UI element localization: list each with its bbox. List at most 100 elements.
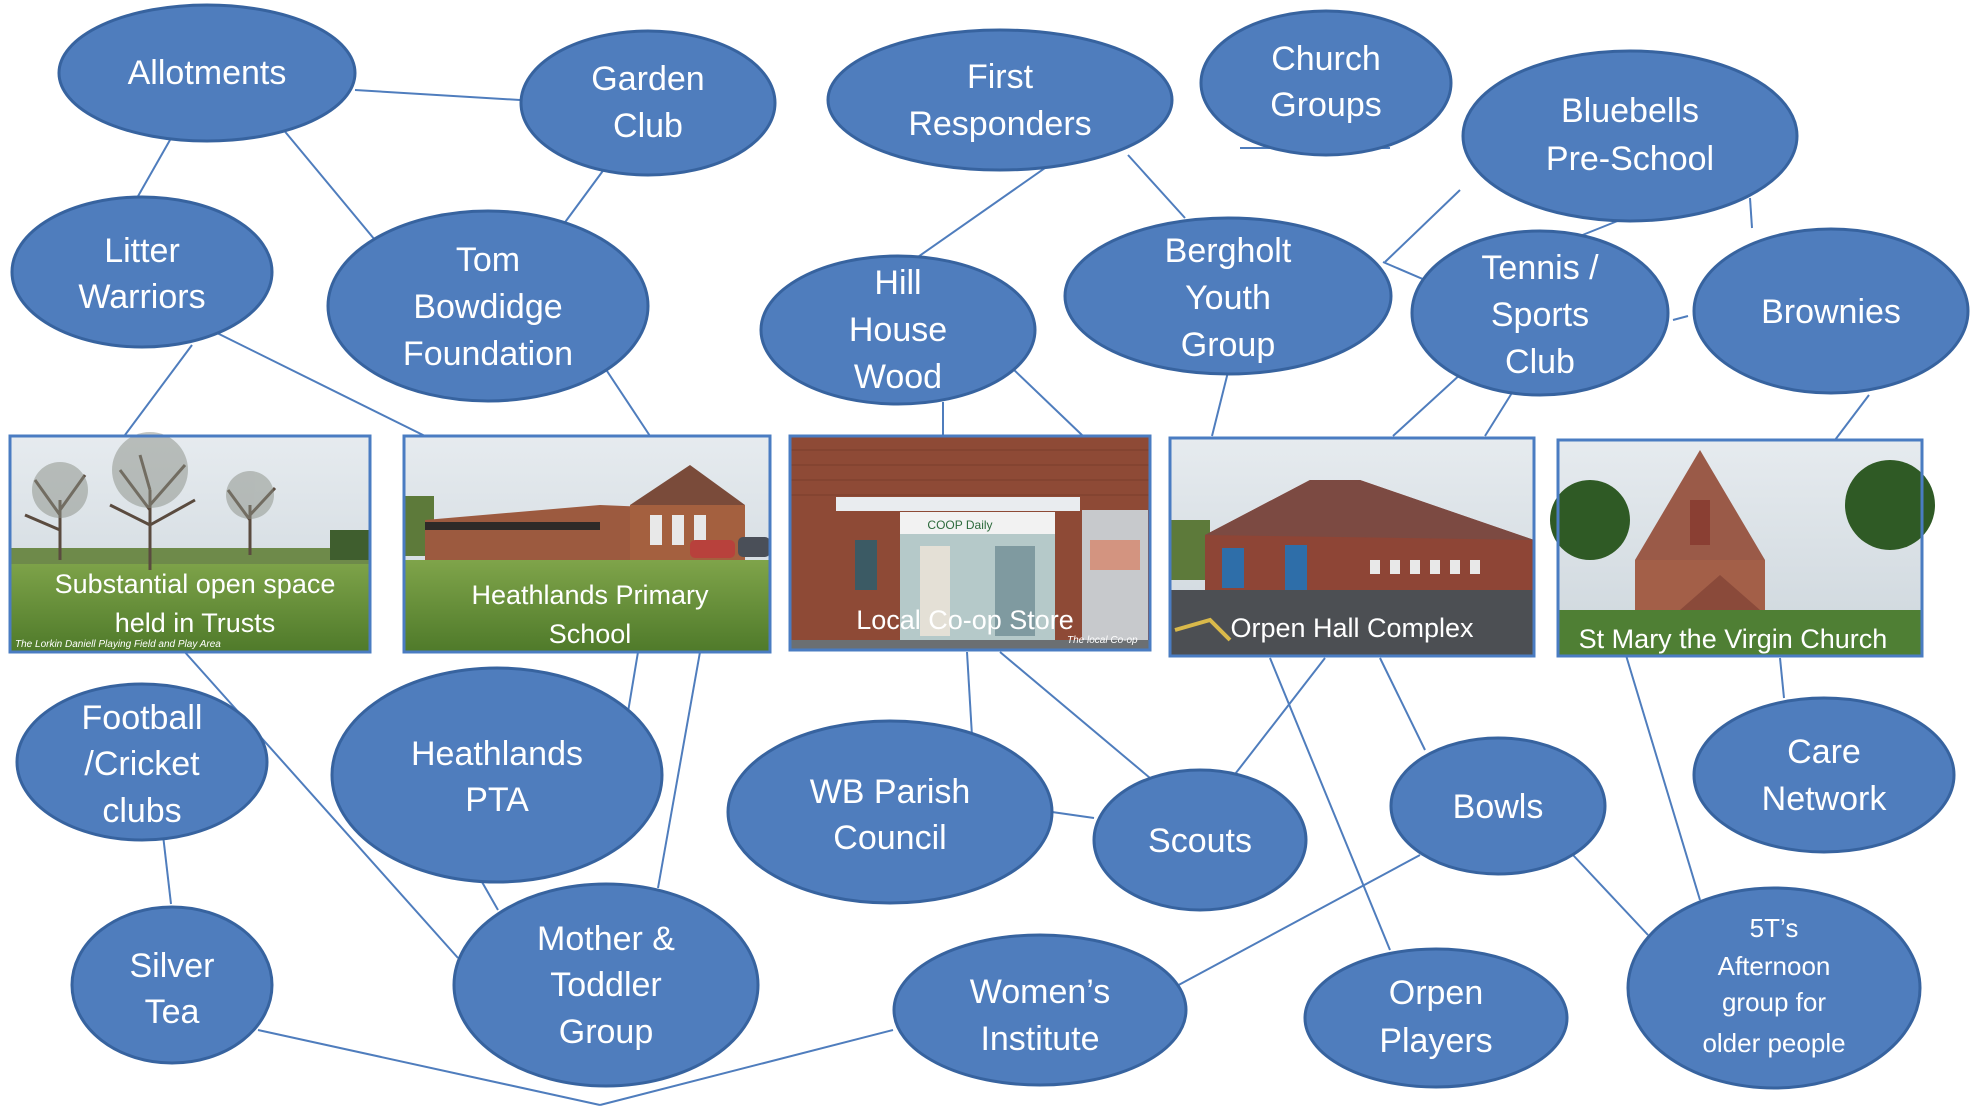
photo-open-space-caption-line-2: held in Trusts xyxy=(115,608,276,638)
node-5ts-line-1: 5T’s xyxy=(1750,913,1799,943)
node-litter-warriors-line-2: Warriors xyxy=(78,278,205,316)
node-tennis-line-2: Sports xyxy=(1491,296,1589,334)
node-5ts-afternoon-group: 5T’s Afternoon group for older people xyxy=(1626,886,1922,1090)
node-bergholt-youth-line-3: Group xyxy=(1181,326,1276,364)
node-first-responders-line-2: Responders xyxy=(908,105,1091,143)
node-wb-parish-council: WB Parish Council xyxy=(726,719,1054,905)
node-womens-institute: Women’s Institute xyxy=(892,933,1188,1087)
node-bergholt-youth-line-1: Bergholt xyxy=(1165,232,1292,270)
node-womens-institute-line-2: Institute xyxy=(980,1020,1099,1058)
node-bluebells-pre-school: Bluebells Pre-School xyxy=(1461,49,1799,223)
edge xyxy=(999,651,1151,779)
photo-open-space: Substantial open space held in Trusts Th… xyxy=(8,432,372,654)
node-allotments-label: Allotments xyxy=(128,54,287,92)
node-silver-tea-line-1: Silver xyxy=(129,947,214,985)
photo-coop-caption: Local Co-op Store xyxy=(856,605,1074,635)
photo-open-space-credit: The Lorkin Daniell Playing Field and Pla… xyxy=(15,639,221,650)
node-garden-club-line-2: Club xyxy=(613,107,683,145)
edge xyxy=(481,881,499,911)
edge xyxy=(1211,371,1229,437)
node-bowls-label: Bowls xyxy=(1453,788,1544,826)
node-mother-toddler-line-2: Toddler xyxy=(550,966,662,1004)
node-orpen-players-line-2: Players xyxy=(1379,1022,1492,1060)
photo-orpen-hall: Orpen Hall Complex xyxy=(1168,436,1536,658)
node-heathlands-pta-line-2: PTA xyxy=(465,781,529,819)
photo-church: St Mary the Virgin Church xyxy=(1550,438,1935,658)
node-mother-toddler-line-1: Mother & xyxy=(537,920,675,958)
node-womens-institute-line-1: Women’s xyxy=(970,973,1110,1011)
node-bowls: Bowls xyxy=(1389,736,1607,876)
edge xyxy=(1779,657,1785,699)
node-scouts-label: Scouts xyxy=(1148,822,1252,860)
edge xyxy=(132,139,171,206)
node-5ts-line-4: older people xyxy=(1702,1028,1845,1058)
edge xyxy=(627,651,639,713)
edge xyxy=(257,1029,601,1106)
edge xyxy=(1051,811,1095,819)
node-allotments: Allotments xyxy=(57,3,357,143)
node-hill-house-wood-line-2: House xyxy=(849,311,947,349)
node-silver-tea-line-2: Tea xyxy=(145,993,200,1031)
node-5ts-line-2: Afternoon xyxy=(1718,951,1831,981)
node-tennis-line-1: Tennis / xyxy=(1481,249,1599,287)
node-silver-tea: Silver Tea xyxy=(70,905,274,1065)
node-tennis-sports-club: Tennis / Sports Club xyxy=(1410,229,1670,397)
edge xyxy=(604,367,651,437)
node-tom-bowdidge-foundation: Tom Bowdidge Foundation xyxy=(326,209,650,403)
node-football-cricket-clubs: Football /Cricket clubs xyxy=(15,682,269,842)
node-church-groups-line-1: Church xyxy=(1271,40,1381,78)
coop-sign: COOP Daily xyxy=(927,518,992,532)
node-hill-house-wood-line-3: Wood xyxy=(854,358,942,396)
node-litter-warriors-line-1: Litter xyxy=(104,232,180,270)
node-care-network: Care Network xyxy=(1692,696,1956,854)
edge xyxy=(1624,651,1701,901)
edge xyxy=(657,651,701,889)
node-tom-bowdidge-line-3: Foundation xyxy=(403,335,573,373)
edge xyxy=(1269,657,1391,951)
photo-school-caption-line-2: School xyxy=(549,619,632,649)
node-hill-house-wood-line-1: Hill xyxy=(874,264,921,302)
node-tom-bowdidge-line-2: Bowdidge xyxy=(413,288,562,326)
edge xyxy=(1127,154,1186,219)
node-tom-bowdidge-line-1: Tom xyxy=(456,241,520,279)
photo-open-space-caption-line-1: Substantial open space xyxy=(55,569,336,599)
edge xyxy=(1011,367,1084,437)
node-bergholt-youth-line-2: Youth xyxy=(1185,279,1271,317)
node-first-responders: First Responders xyxy=(826,28,1174,172)
node-church-groups: Church Groups xyxy=(1199,9,1453,157)
edge xyxy=(966,651,973,737)
edge xyxy=(354,89,521,101)
node-bluebells-line-2: Pre-School xyxy=(1546,140,1714,178)
edge xyxy=(599,1029,894,1106)
edge xyxy=(1834,394,1870,441)
node-litter-warriors: Litter Warriors xyxy=(10,195,274,349)
edge xyxy=(1231,657,1326,779)
node-hill-house-wood: Hill House Wood xyxy=(759,254,1037,406)
node-orpen-players-line-1: Orpen xyxy=(1389,974,1484,1012)
node-bluebells-line-1: Bluebells xyxy=(1561,92,1699,130)
node-scouts: Scouts xyxy=(1092,768,1308,912)
node-orpen-players: Orpen Players xyxy=(1303,947,1569,1089)
node-garden-club: Garden Club xyxy=(519,29,777,177)
photo-coop-credit: The local Co-op xyxy=(1067,635,1138,646)
node-brownies-label: Brownies xyxy=(1761,293,1901,331)
edge xyxy=(214,331,426,437)
photo-coop: COOP Daily Local Co-op Store The local C… xyxy=(788,434,1152,652)
node-football-line-2: /Cricket xyxy=(84,745,200,783)
edge xyxy=(1749,197,1753,229)
edge xyxy=(124,344,193,436)
node-football-line-3: clubs xyxy=(102,792,181,830)
photo-church-caption: St Mary the Virgin Church xyxy=(1579,624,1888,654)
edge xyxy=(1379,657,1426,751)
node-care-network-line-1: Care xyxy=(1787,733,1861,771)
node-wb-parish-line-2: Council xyxy=(833,819,946,857)
edge xyxy=(1384,189,1461,263)
node-brownies: Brownies xyxy=(1692,227,1970,395)
node-tennis-line-3: Club xyxy=(1505,343,1575,381)
node-church-groups-line-2: Groups xyxy=(1270,86,1382,124)
edge xyxy=(1572,854,1649,936)
node-heathlands-pta: Heathlands PTA xyxy=(330,666,664,884)
photo-school-caption-line-1: Heathlands Primary xyxy=(471,580,709,610)
edge xyxy=(281,127,376,241)
